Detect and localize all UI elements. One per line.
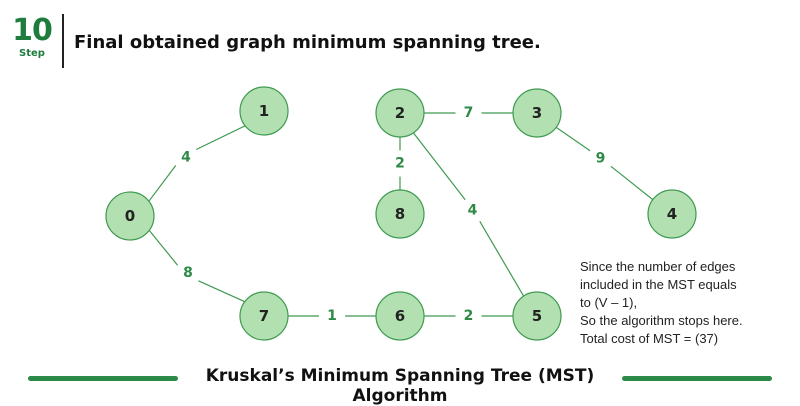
edge-weight-0-7: 8: [183, 265, 193, 281]
explanation-note: Since the number of edges included in th…: [580, 258, 743, 348]
edge-weight-2-3: 7: [464, 105, 474, 121]
step-indicator: 10 Step: [10, 14, 54, 60]
edge-weight-7-6: 1: [327, 308, 337, 324]
note-line: So the algorithm stops here.: [580, 313, 743, 328]
edge-0-7: [198, 280, 246, 303]
edge-weight-2-5: 4: [468, 203, 478, 219]
node-circle: [239, 291, 289, 341]
step-label: Step: [19, 48, 45, 59]
node-label: 5: [532, 307, 542, 325]
page-title: Final obtained graph minimum spanning tr…: [74, 32, 541, 53]
node-circle: [512, 88, 562, 138]
edge-0-7: [148, 229, 179, 266]
node-7: 7: [239, 291, 289, 341]
edge-2-5: [412, 132, 466, 201]
node-6: 6: [375, 291, 425, 341]
node-circle: [375, 88, 425, 138]
node-label: 6: [395, 307, 405, 325]
note-line: to (V – 1),: [580, 295, 638, 310]
node-4: 4: [647, 189, 697, 239]
node-circle: [105, 191, 155, 241]
node-circle: [512, 291, 562, 341]
edge-weight-6-5: 2: [464, 308, 474, 324]
node-label: 2: [395, 104, 405, 122]
node-circle: [647, 189, 697, 239]
node-label: 4: [667, 205, 677, 223]
footer-bar-right: [622, 376, 772, 381]
node-label: 8: [395, 205, 405, 223]
edge-weight-0-1: 4: [181, 150, 191, 166]
heading-divider: [62, 14, 64, 68]
node-circle: [239, 86, 289, 136]
footer-bar-left: [28, 376, 178, 381]
node-5: 5: [512, 291, 562, 341]
edge-3-4: [610, 165, 654, 201]
node-label: 0: [125, 207, 135, 225]
edge-2-5: [479, 220, 525, 297]
node-circle: [375, 291, 425, 341]
edge-weight-3-4: 9: [596, 151, 606, 167]
edge-0-1: [195, 125, 246, 151]
note-line: Total cost of MST = (37): [580, 331, 719, 346]
node-0: 0: [105, 191, 155, 241]
node-8: 8: [375, 189, 425, 239]
node-circle: [375, 189, 425, 239]
node-label: 3: [532, 104, 542, 122]
node-3: 3: [512, 88, 562, 138]
note-line: Since the number of edges: [580, 259, 736, 274]
node-label: 1: [259, 102, 269, 120]
nodes-layer: 0 1 2 3 4 5 6 7 8: [105, 86, 697, 341]
node-1: 1: [239, 86, 289, 136]
edge-weight-2-8: 2: [395, 156, 405, 172]
edge-0-1: [148, 165, 177, 202]
node-label: 7: [259, 307, 269, 325]
step-number: 10: [12, 13, 53, 48]
node-2: 2: [375, 88, 425, 138]
note-line: included in the MST equals: [580, 277, 737, 292]
edge-3-4: [555, 126, 591, 152]
footer-title: Kruskal’s Minimum Spanning Tree (MST) Al…: [205, 366, 595, 406]
